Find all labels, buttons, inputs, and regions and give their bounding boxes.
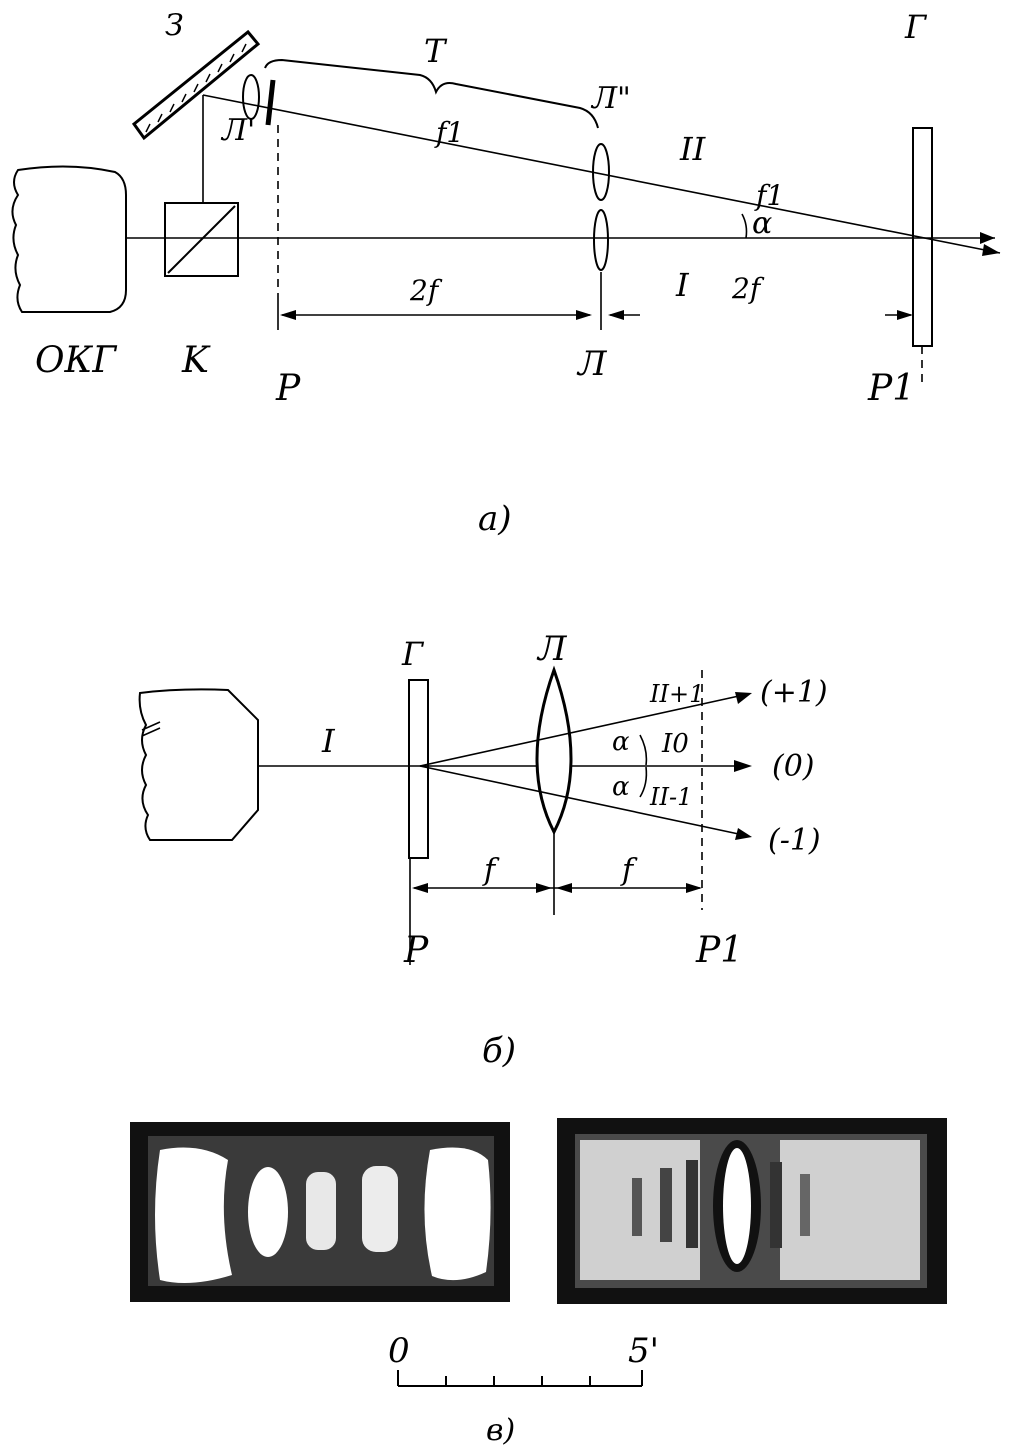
scale-start: 0 (388, 1331, 410, 1371)
label-lens-l-double: Л" (590, 81, 631, 116)
photo-right (557, 1118, 947, 1304)
label-focal-left: f (482, 853, 500, 888)
label-telescope: T (424, 32, 448, 70)
label-angle-upper: α (612, 727, 630, 757)
mirror (131, 29, 261, 141)
beam-splitter-cube (164, 202, 239, 277)
label-beam-i0: I0 (661, 729, 689, 759)
label-beam-ii-minus: II-1 (649, 783, 692, 811)
label-lens-l-a: Л (576, 344, 608, 384)
label-f1-right: f1 (754, 179, 784, 212)
label-dist-right: 2f (731, 272, 765, 305)
label-mirror: З (165, 8, 184, 43)
lens-l-a (593, 209, 609, 271)
label-lens-l-prime: Л' (220, 113, 255, 148)
label-dist-left: 2f (409, 274, 443, 307)
label-f1-upper: f1 (434, 116, 464, 149)
label-grating-b: Г (401, 635, 425, 673)
axis-arrow-a (980, 232, 995, 244)
label-beam-i: I (675, 266, 690, 304)
diagram-a: З ОКГ K Л' Л" T f1 II f1 α I 2f 2f Л P P… (11, 8, 1001, 539)
lens-l-prime (242, 74, 260, 120)
lens-l-double (592, 143, 610, 201)
reflected-beam (202, 94, 1001, 254)
diagram-b: Г Л I (+1) (0) (-1) II+1 I0 II-1 α α f f… (138, 629, 828, 1071)
angle-arc-upper (639, 734, 648, 766)
ray-plus-1 (419, 693, 749, 767)
laser-box-b (138, 688, 259, 841)
scale-bar (397, 1370, 643, 1387)
label-beam-i-b: I (321, 722, 336, 760)
photo-left (130, 1122, 510, 1302)
axis-arrow-b (734, 760, 752, 772)
label-angle-a: α (752, 206, 772, 241)
diagram-c: 0 5' в) (130, 1118, 947, 1448)
label-order-minus: (-1) (768, 823, 821, 858)
reflected-beam-arrow (982, 244, 1000, 256)
label-plane-p-a: P (275, 368, 301, 409)
dimension-f-b (412, 883, 702, 893)
dimension-2f-a (280, 310, 913, 320)
label-angle-lower: α (612, 772, 630, 802)
label-beam-ii-plus: II+1 (649, 680, 704, 708)
caption-b: б) (482, 1031, 516, 1071)
scale-end: 5' (628, 1331, 659, 1371)
label-plane-p-b: P (403, 930, 429, 971)
label-cube: K (181, 340, 211, 381)
laser-box (11, 165, 127, 313)
lens-l-prime-edge (265, 79, 276, 126)
telescope-brace (264, 58, 599, 129)
angle-arc-a (741, 213, 748, 239)
label-beam-ii: II (679, 130, 707, 168)
label-plane-p1-a: P1 (867, 368, 915, 409)
label-grating-a: Г (904, 8, 928, 46)
lens-l-b (535, 665, 573, 836)
caption-c: в) (486, 1413, 515, 1448)
grating-b (408, 679, 429, 859)
label-laser: ОКГ (35, 340, 117, 381)
label-order-plus: (+1) (760, 675, 828, 710)
label-plane-p1-b: P1 (695, 930, 743, 971)
label-order-zero: (0) (772, 749, 815, 784)
caption-a: a) (478, 499, 512, 539)
angle-arc-lower (639, 766, 648, 798)
label-lens-b: Л (536, 629, 568, 669)
label-focal-right: f (620, 853, 638, 888)
ray-minus-1 (419, 765, 749, 837)
